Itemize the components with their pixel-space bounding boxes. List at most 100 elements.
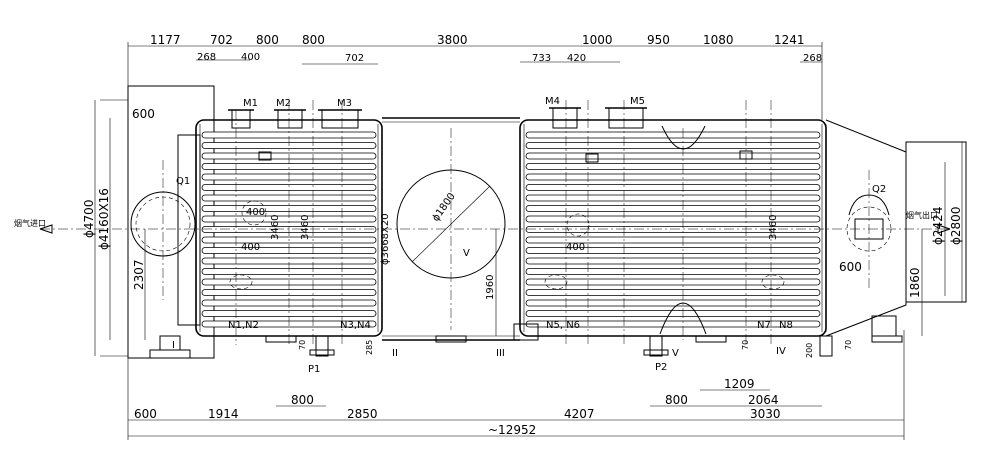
left-dim-600: 600	[132, 107, 155, 121]
small-dim-70c: 70	[844, 340, 853, 350]
bottom-dim-800b: 800	[665, 393, 688, 407]
label-M3: M3	[337, 98, 352, 109]
label-N5N6: N5, N6	[546, 320, 580, 331]
small-dim-200: 200	[805, 343, 814, 358]
label-M4: M4	[545, 96, 560, 107]
outlet-label: 烟气出口	[906, 210, 938, 220]
right-dim-phi2800: ϕ2800	[949, 207, 963, 245]
top-dim-6: 1000	[582, 33, 613, 47]
manway-circles	[130, 125, 892, 335]
label-P1: P1	[308, 364, 320, 375]
top-dim-702b: 702	[345, 53, 364, 64]
center-lines	[40, 100, 950, 345]
top-dim-7: 950	[647, 33, 670, 47]
inlet-manhole-circle	[130, 191, 196, 257]
tube-row	[525, 310, 821, 317]
inlet-label: 烟气进口	[14, 218, 46, 228]
top-dim-8: 1080	[703, 33, 734, 47]
supports	[149, 315, 903, 359]
nozzle-M4	[552, 107, 578, 129]
top-dim-2: 702	[210, 33, 233, 47]
bundle-verticals	[199, 124, 823, 332]
int-dim-1960: 1960	[485, 275, 496, 300]
top-dim-268-left: 268	[197, 52, 216, 63]
label-N1N2: N1,N2	[228, 320, 259, 331]
left-dim-phi4160: ϕ4160X16	[97, 188, 111, 250]
section-IV: IV	[776, 346, 786, 357]
label-N7: N7	[757, 320, 771, 331]
right-dim-1860: 1860	[908, 267, 922, 298]
left-dim-phi4700: ϕ4700	[82, 200, 96, 238]
int-dim-3460a: 3460	[270, 215, 281, 240]
label-M2: M2	[276, 98, 291, 109]
top-dim-5: 3800	[437, 33, 468, 47]
int-dim-3460b: 3460	[300, 215, 311, 240]
tube-row	[525, 142, 821, 149]
small-dim-285: 285	[365, 340, 374, 355]
top-dim-400: 400	[241, 52, 260, 63]
tube-row	[525, 299, 821, 307]
tube-row	[525, 268, 821, 275]
bottom-dim-1914: 1914	[208, 407, 239, 421]
nozzle-M3	[321, 109, 359, 129]
nozzle-M1	[231, 109, 251, 129]
tube-row	[525, 173, 821, 181]
dimension-lines	[94, 42, 963, 440]
label-M1: M1	[243, 98, 258, 109]
label-M5: M5	[630, 96, 645, 107]
section-I: I	[172, 340, 175, 351]
tube-row	[525, 194, 821, 202]
small-dim-70a: 70	[298, 340, 307, 350]
bottom-dim-2850: 2850	[347, 407, 378, 421]
int-dim-3460c: 3460	[768, 215, 779, 240]
label-Q1: Q1	[176, 176, 190, 187]
nozzle-M5	[608, 107, 644, 129]
inlet-arrow-icon	[39, 224, 53, 234]
bottom-dim-total: ~12952	[488, 423, 536, 437]
tube-row	[525, 289, 821, 296]
top-dim-1: 1177	[150, 33, 181, 47]
int-dim-400c: 400	[246, 207, 265, 218]
top-dim-733: 733	[532, 53, 551, 64]
section-III: III	[496, 348, 505, 359]
label-N8: N8	[779, 320, 793, 331]
tube-row	[525, 131, 821, 139]
tube-row	[525, 247, 821, 254]
bottom-dim-600: 600	[134, 407, 157, 421]
section-II: II	[392, 348, 398, 359]
nozzle-M2	[277, 109, 303, 129]
label-P2: P2	[655, 362, 667, 373]
top-dim-4: 800	[302, 33, 325, 47]
tube-row	[525, 226, 821, 233]
bottom-dim-2064: 2064	[748, 393, 779, 407]
tube-row	[525, 215, 821, 223]
bottom-dim-800a: 800	[291, 393, 314, 407]
top-dim-420: 420	[567, 53, 586, 64]
bottom-dim-4207: 4207	[564, 407, 595, 421]
outlet-arrow-icon	[937, 224, 951, 234]
bottom-dim-3030: 3030	[750, 407, 781, 421]
tube-row	[525, 205, 821, 212]
tube-row	[525, 278, 821, 286]
top-dim-268-right: 268	[803, 53, 822, 64]
tube-bundle-right	[525, 131, 821, 328]
tube-row	[525, 184, 821, 191]
label-N3N4: N3,N4	[340, 320, 371, 331]
tube-row	[525, 163, 821, 170]
tube-row	[525, 152, 821, 160]
middle-manhole-circle	[396, 169, 506, 279]
int-dim-phi1800: ϕ1800	[430, 191, 457, 224]
top-dim-9: 1241	[774, 33, 805, 47]
left-dim-2307: 2307	[132, 259, 146, 290]
top-dim-3: 800	[256, 33, 279, 47]
label-Q2: Q2	[872, 184, 886, 195]
section-V-bottom: V	[672, 348, 679, 359]
tube-row	[525, 257, 821, 265]
int-dim-phi3668: ϕ3668X20	[380, 213, 391, 265]
int-dim-400a: 400	[241, 242, 260, 253]
section-V-center: V	[463, 248, 470, 259]
int-dim-400b: 400	[566, 242, 585, 253]
top-nozzles	[228, 107, 647, 129]
